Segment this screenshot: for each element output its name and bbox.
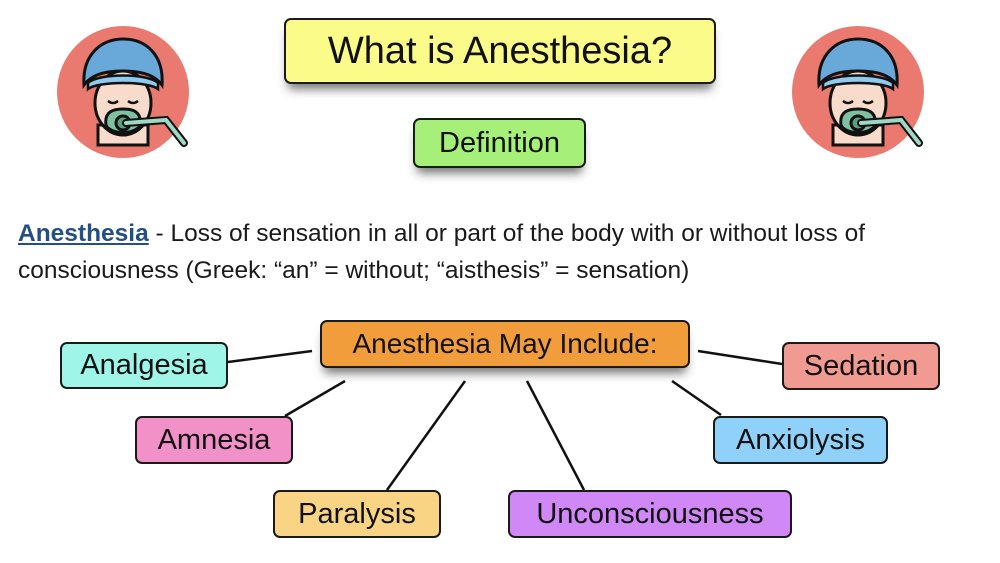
node-anxiolysis: Anxiolysis [713, 416, 888, 464]
node-amnesia: Amnesia [135, 416, 293, 464]
page-title: What is Anesthesia? [327, 29, 673, 72]
node-label: Amnesia [157, 423, 271, 456]
definition-term: Anesthesia [18, 220, 149, 247]
definition-text: Anesthesia - Loss of sensation in all or… [18, 215, 978, 289]
node-label: Anxiolysis [736, 423, 865, 456]
definition-label: Definition [439, 126, 560, 159]
center-node-label: Anesthesia May Include: [352, 328, 658, 359]
definition-label-box: Definition [413, 118, 586, 168]
center-node: Anesthesia May Include: [320, 320, 690, 368]
node-label: Paralysis [298, 497, 416, 530]
definition-line-1: - Loss of sensation in all or part of th… [148, 220, 866, 247]
node-unconsciousness: Unconsciousness [508, 490, 792, 538]
title-box: What is Anesthesia? [284, 18, 716, 84]
node-sedation: Sedation [782, 342, 940, 390]
node-label: Analgesia [80, 349, 208, 381]
node-paralysis: Paralysis [273, 490, 441, 538]
patient-mask-icon-right [792, 26, 924, 158]
node-analgesia: Analgesia [60, 342, 228, 389]
definition-line-2: consciousness (Greek: “an” = without; “a… [18, 257, 690, 284]
node-label: Unconsciousness [536, 497, 764, 530]
node-label: Sedation [803, 349, 919, 382]
patient-mask-icon-left [57, 26, 189, 158]
